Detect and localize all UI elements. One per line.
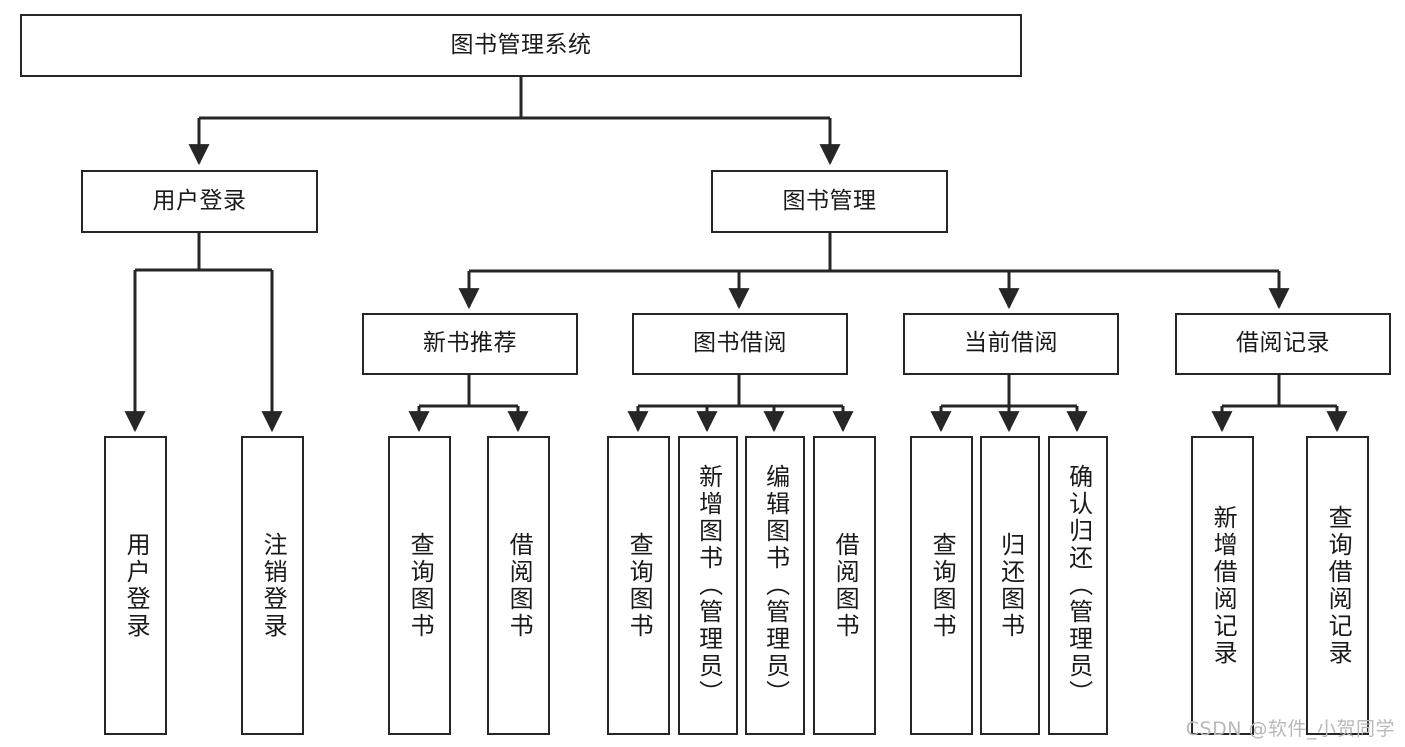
leaf-confirm-return-admin[interactable]: 确认归还（管理员） — [1048, 436, 1108, 735]
node-book-borrowing[interactable]: 图书借阅 — [632, 313, 848, 375]
node-current-borrowing[interactable]: 当前借阅 — [903, 313, 1119, 375]
csdn-watermark: CSDN @软件_小贺同学 — [1185, 718, 1395, 740]
node-new-book-recommendation[interactable]: 新书推荐 — [362, 313, 578, 375]
node-borrowing-record[interactable]: 借阅记录 — [1175, 313, 1391, 375]
node-label: 用户登录 — [122, 531, 151, 640]
node-label: 当前借阅 — [964, 330, 1058, 357]
node-label: 用户登录 — [152, 187, 247, 214]
node-label: 归还图书 — [996, 531, 1025, 640]
leaf-edit-book-admin[interactable]: 编辑图书（管理员） — [745, 436, 805, 735]
leaf-query-book-recommend[interactable]: 查询图书 — [388, 436, 451, 735]
leaf-query-borrow-record[interactable]: 查询借阅记录 — [1306, 436, 1369, 735]
leaf-return-book[interactable]: 归还图书 — [980, 436, 1040, 735]
node-root-book-management-system[interactable]: 图书管理系统 — [20, 14, 1022, 77]
node-label: 查询图书 — [406, 531, 435, 640]
leaf-user-login[interactable]: 用户登录 — [104, 436, 167, 735]
node-label: 新增借阅记录 — [1209, 504, 1238, 667]
node-label: 查询图书 — [928, 531, 957, 640]
leaf-query-book-borrow[interactable]: 查询图书 — [607, 436, 670, 735]
leaf-query-book-current[interactable]: 查询图书 — [910, 436, 973, 735]
node-label: 图书管理 — [782, 187, 877, 214]
leaf-borrow-book[interactable]: 借阅图书 — [813, 436, 876, 735]
node-label: 借阅图书 — [505, 531, 534, 640]
node-label: 查询借阅记录 — [1324, 504, 1353, 667]
node-label: 借阅图书 — [831, 531, 860, 640]
node-user-login[interactable]: 用户登录 — [81, 170, 318, 233]
node-label: 确认归还（管理员） — [1064, 464, 1093, 707]
node-label: 查询图书 — [625, 531, 654, 640]
node-label: 新书推荐 — [423, 330, 517, 357]
leaf-add-book-admin[interactable]: 新增图书（管理员） — [678, 436, 738, 735]
leaf-borrow-book-recommend[interactable]: 借阅图书 — [487, 436, 550, 735]
node-label: 借阅记录 — [1236, 330, 1330, 357]
node-label: 注销登录 — [259, 531, 288, 640]
leaf-logout[interactable]: 注销登录 — [241, 436, 304, 735]
node-label: 图书管理系统 — [450, 31, 592, 58]
node-label: 编辑图书（管理员） — [761, 464, 790, 707]
node-label: 图书借阅 — [693, 330, 787, 357]
leaf-add-borrow-record[interactable]: 新增借阅记录 — [1191, 436, 1254, 735]
node-book-management[interactable]: 图书管理 — [711, 170, 948, 233]
node-label: 新增图书（管理员） — [694, 464, 723, 707]
